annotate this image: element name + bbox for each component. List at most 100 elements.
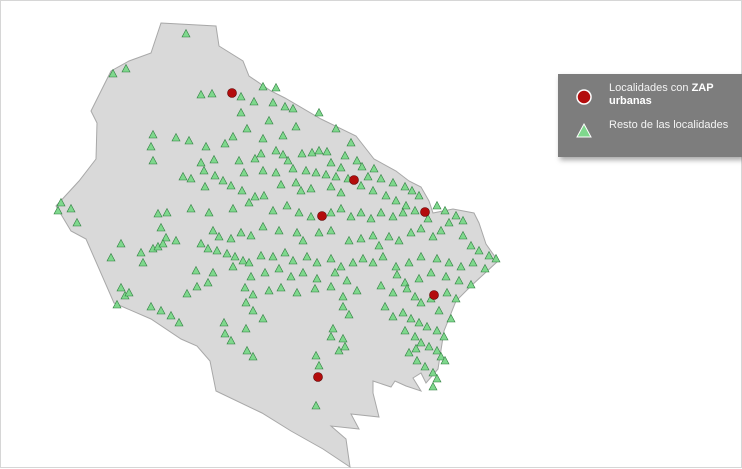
- locality-triangle-marker: [196, 89, 206, 99]
- locality-triangle-marker: [454, 275, 464, 285]
- locality-triangle-marker: [219, 317, 229, 327]
- locality-triangle-marker: [342, 275, 352, 285]
- locality-triangle-marker: [226, 180, 236, 190]
- locality-triangle-marker: [456, 261, 466, 271]
- locality-triangle-marker: [249, 96, 259, 106]
- locality-triangle-marker: [439, 331, 449, 341]
- locality-triangle-marker: [480, 263, 490, 273]
- locality-triangle-marker: [326, 253, 336, 263]
- locality-triangle-marker: [282, 200, 292, 210]
- locality-triangle-marker: [336, 187, 346, 197]
- locality-triangle-marker: [444, 217, 454, 227]
- locality-triangle-marker: [288, 255, 298, 265]
- locality-triangle-marker: [181, 28, 191, 38]
- zap-urban-circle-marker[interactable]: [349, 175, 359, 185]
- locality-triangle-marker: [274, 263, 284, 273]
- region-outline: [55, 22, 499, 469]
- locality-triangle-marker: [326, 181, 336, 191]
- locality-triangle-marker: [250, 153, 260, 163]
- locality-triangle-marker: [161, 232, 171, 242]
- locality-triangle-marker: [292, 287, 302, 297]
- locality-triangle-marker: [356, 180, 366, 190]
- locality-triangle-marker: [258, 81, 268, 91]
- locality-triangle-marker: [291, 121, 301, 131]
- locality-triangle-marker: [184, 135, 194, 145]
- locality-triangle-marker: [306, 211, 316, 221]
- locality-triangle-marker: [236, 91, 246, 101]
- locality-triangle-marker: [292, 227, 302, 237]
- locality-triangle-marker: [162, 207, 172, 217]
- legend-label-urban: Localidades con ZAP urbanas: [609, 82, 739, 108]
- locality-triangle-marker: [326, 281, 336, 291]
- locality-triangle-marker: [72, 217, 82, 227]
- locality-triangle-marker: [256, 250, 266, 260]
- locality-triangle-marker: [410, 205, 420, 215]
- zap-urban-circle-marker[interactable]: [420, 207, 430, 217]
- locality-triangle-marker: [357, 161, 367, 171]
- zap-urban-circle-marker[interactable]: [227, 88, 237, 98]
- legend-label-urban-bold: ZAP urbanas: [609, 82, 714, 107]
- locality-triangle-marker: [404, 347, 414, 357]
- locality-triangle-marker: [116, 238, 126, 248]
- locality-triangle-marker: [426, 267, 436, 277]
- locality-triangle-marker: [244, 197, 254, 207]
- locality-triangle-marker: [402, 283, 412, 293]
- zap-urban-circle-marker[interactable]: [317, 211, 327, 221]
- locality-triangle-marker: [146, 301, 156, 311]
- locality-triangle-marker: [440, 205, 450, 215]
- locality-triangle-marker: [336, 162, 346, 172]
- locality-triangle-marker: [428, 231, 438, 241]
- locality-triangle-marker: [406, 227, 416, 237]
- locality-triangle-marker: [208, 225, 218, 235]
- locality-triangle-marker: [242, 123, 252, 133]
- locality-triangle-marker: [368, 185, 378, 195]
- locality-triangle-marker: [368, 257, 378, 267]
- locality-triangle-marker: [436, 351, 446, 361]
- locality-triangle-marker: [297, 148, 307, 158]
- locality-triangle-marker: [212, 245, 222, 255]
- locality-triangle-marker: [228, 131, 238, 141]
- locality-triangle-marker: [258, 133, 268, 143]
- locality-triangle-marker: [414, 317, 424, 327]
- locality-triangle-marker: [302, 251, 312, 261]
- locality-triangle-marker: [234, 155, 244, 165]
- locality-triangle-marker: [331, 171, 341, 181]
- locality-triangle-marker: [236, 227, 246, 237]
- locality-triangle-marker: [264, 285, 274, 295]
- locality-triangle-marker: [246, 271, 256, 281]
- zap-urban-circle-marker[interactable]: [429, 290, 439, 300]
- locality-triangle-marker: [278, 130, 288, 140]
- locality-triangle-marker: [274, 225, 284, 235]
- locality-triangle-marker: [432, 325, 442, 335]
- locality-triangle-marker: [207, 88, 217, 98]
- locality-triangle-marker: [203, 277, 213, 287]
- locality-triangle-marker: [401, 200, 411, 210]
- locality-triangle-marker: [340, 150, 350, 160]
- locality-triangle-marker: [286, 271, 296, 281]
- zap-urban-circle-marker[interactable]: [313, 372, 323, 382]
- locality-triangle-marker: [420, 361, 430, 371]
- locality-triangle-marker: [158, 238, 168, 248]
- locality-triangle-marker: [416, 223, 426, 233]
- locality-triangle-marker: [258, 313, 268, 323]
- locality-triangle-marker: [264, 115, 274, 125]
- locality-triangle-marker: [256, 148, 266, 158]
- locality-triangle-marker: [191, 265, 201, 275]
- locality-triangle-marker: [258, 221, 268, 231]
- locality-triangle-marker: [204, 207, 214, 217]
- locality-triangle-marker: [53, 205, 63, 215]
- locality-triangle-marker: [391, 261, 401, 271]
- locality-triangle-marker: [376, 207, 386, 217]
- locality-triangle-marker: [171, 235, 181, 245]
- legend-label-rest: Resto de las localidades: [609, 119, 729, 131]
- locality-triangle-marker: [268, 251, 278, 261]
- locality-triangle-marker: [410, 291, 420, 301]
- locality-triangle-marker: [116, 282, 126, 292]
- locality-triangle-marker: [288, 103, 298, 113]
- locality-triangle-marker: [356, 207, 366, 217]
- locality-triangle-marker: [268, 97, 278, 107]
- locality-triangle-marker: [66, 203, 76, 213]
- locality-triangle-marker: [451, 293, 461, 303]
